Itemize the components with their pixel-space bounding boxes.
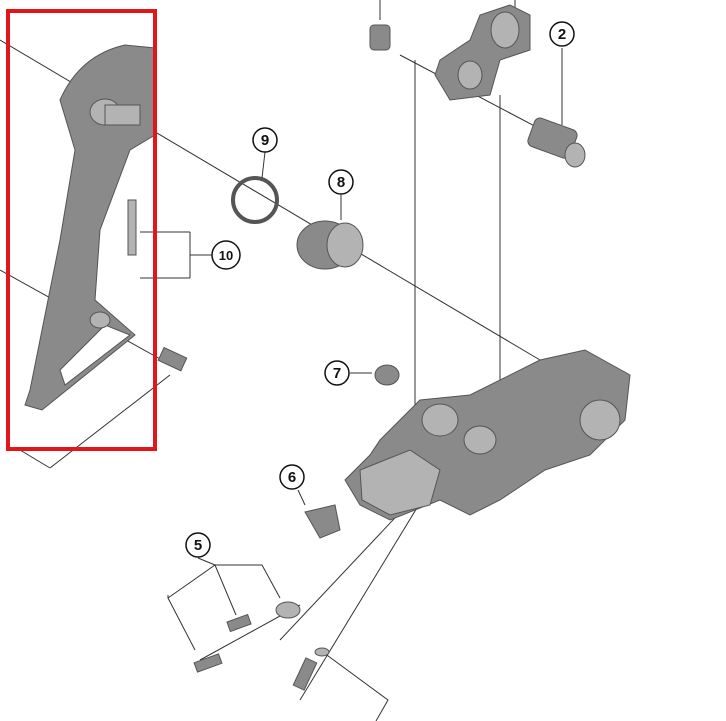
pulley-cage-plate bbox=[24, 44, 156, 411]
callout-7: 7 bbox=[324, 360, 372, 386]
clip-part bbox=[231, 176, 279, 224]
svg-text:5: 5 bbox=[194, 537, 202, 554]
callout-5: 5 bbox=[185, 532, 216, 566]
highlight-box bbox=[6, 9, 157, 451]
bolt-parts bbox=[193, 601, 330, 691]
callout-9: 9 bbox=[252, 127, 278, 179]
top-bracket-parts bbox=[369, 4, 586, 168]
svg-text:10: 10 bbox=[219, 248, 233, 263]
svg-text:7: 7 bbox=[333, 365, 341, 382]
svg-text:8: 8 bbox=[337, 174, 345, 191]
callout-2: 2 bbox=[549, 21, 575, 125]
callout-10: 10 bbox=[211, 240, 241, 270]
callout-6: 6 bbox=[279, 464, 306, 506]
shoe-part bbox=[304, 504, 341, 539]
spring-part bbox=[296, 220, 364, 270]
derailleur-body bbox=[344, 349, 631, 521]
screw-part bbox=[157, 346, 188, 372]
svg-text:6: 6 bbox=[288, 469, 296, 486]
nut-part bbox=[374, 364, 400, 386]
svg-text:9: 9 bbox=[261, 132, 269, 149]
callout-8: 8 bbox=[328, 169, 354, 220]
svg-text:2: 2 bbox=[558, 26, 566, 43]
